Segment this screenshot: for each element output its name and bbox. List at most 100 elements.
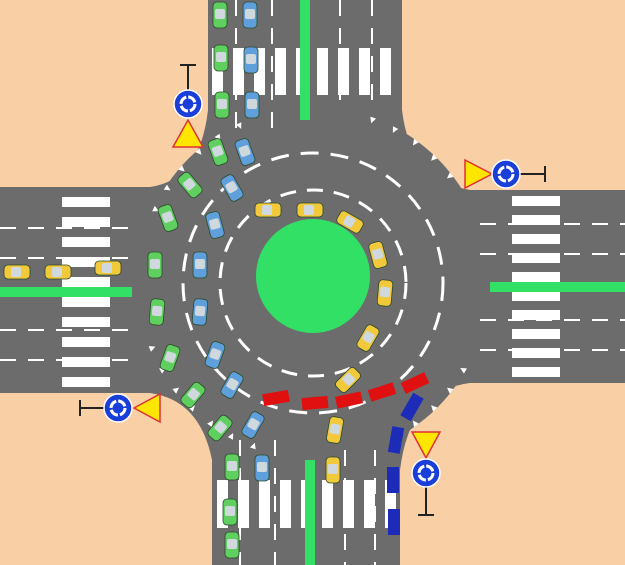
crosswalk-stripe: [254, 48, 265, 95]
barrier-blue: [388, 509, 400, 535]
roundabout-arrows-icon: [497, 165, 515, 183]
yield-marking: [195, 148, 202, 155]
lane-divider-west: [0, 287, 132, 297]
crosswalk-stripe: [259, 480, 270, 528]
car-green: [214, 91, 230, 119]
car-blue: [242, 1, 258, 29]
dashed-lane-inner: [218, 188, 408, 378]
yield-sign-icon: [171, 118, 205, 148]
car-green: [159, 344, 181, 372]
car-roof: [343, 215, 356, 228]
crosswalk-stripe: [62, 377, 110, 387]
yield-marking: [152, 205, 159, 212]
central-island: [256, 219, 370, 333]
barrier-blue: [387, 467, 399, 493]
crosswalk-stripe: [512, 253, 560, 263]
crosswalk-stripe: [512, 272, 560, 282]
barrier-red: [301, 395, 329, 411]
yield-marking: [178, 165, 185, 172]
crosswalk-stripe: [512, 234, 560, 244]
car-roof: [11, 267, 21, 277]
car-roof: [214, 421, 227, 434]
car-roof: [211, 145, 224, 157]
crosswalk-stripe: [512, 310, 560, 320]
crosswalk-stripe: [512, 348, 560, 358]
yield-sign-icon: [132, 392, 161, 424]
yield-marking: [392, 126, 399, 133]
roundabout-sign-southwest: [79, 392, 161, 424]
car-yellow: [356, 324, 380, 352]
crosswalk-stripe: [512, 329, 560, 339]
yield-marking: [460, 368, 467, 374]
yield-marking: [446, 172, 454, 179]
barrier-blue: [387, 426, 405, 454]
car-roof: [209, 218, 221, 230]
crosswalk-stripe: [280, 480, 291, 528]
crosswalk-stripe: [338, 48, 349, 95]
crosswalk-stripe: [343, 480, 354, 528]
yield-sign-icon: [464, 158, 494, 190]
car-green: [180, 381, 206, 409]
car-yellow: [325, 456, 341, 484]
crosswalk-stripe: [62, 337, 110, 347]
crosswalk-stripe: [385, 480, 396, 528]
car-green: [147, 251, 163, 279]
car-roof: [215, 9, 225, 19]
car-yellow: [335, 367, 361, 393]
vehicles: [3, 1, 394, 559]
roundabout-arrows-icon: [179, 95, 197, 113]
car-yellow: [336, 210, 364, 234]
signs: [79, 64, 546, 516]
car-roof: [217, 99, 227, 109]
yield-marking: [412, 420, 419, 428]
barrier-red: [400, 372, 430, 394]
roundabout-arrows-icon: [417, 464, 435, 482]
crosswalk-stripe: [275, 48, 286, 95]
yield-marking: [249, 442, 256, 450]
car-blue: [205, 211, 225, 239]
crosswalk-stripe: [512, 291, 560, 301]
car-blue: [192, 251, 208, 279]
yield-marking: [207, 420, 214, 428]
crosswalk-stripe: [212, 48, 223, 95]
crosswalk-stripe: [359, 48, 370, 95]
car-yellow: [296, 202, 324, 218]
car-green: [177, 171, 203, 199]
car-roof: [245, 9, 255, 19]
barrier-blue: [400, 392, 424, 422]
crosswalk-stripe: [62, 297, 110, 307]
crosswalk-stripe: [62, 357, 110, 367]
car-green: [207, 138, 229, 166]
yield-marking: [431, 405, 438, 412]
crosswalk-stripe: [380, 48, 391, 95]
roundabout-sign-icon: [411, 458, 441, 488]
car-yellow: [376, 279, 394, 307]
yield-marking: [188, 405, 195, 412]
car-roof: [194, 305, 206, 317]
car-blue: [191, 298, 209, 326]
yield-marking: [431, 154, 438, 161]
car-roof: [379, 286, 391, 298]
barrier-red: [367, 382, 397, 402]
car-roof: [187, 388, 200, 401]
car-roof: [225, 181, 238, 194]
yield-marking: [227, 433, 234, 440]
yield-marking: [412, 138, 419, 146]
roundabout-arrows-icon: [109, 399, 127, 417]
crosswalk-stripe: [62, 277, 110, 287]
car-yellow: [44, 264, 72, 280]
car-roof: [372, 248, 384, 260]
car-roof: [329, 423, 341, 435]
car-roof: [225, 506, 235, 516]
dashed-lane-outer: [181, 151, 445, 415]
car-roof: [161, 211, 174, 223]
car-green: [207, 414, 233, 442]
car-roof: [164, 351, 177, 363]
crosswalk-stripe: [238, 480, 249, 528]
car-green: [148, 298, 166, 326]
car-roof: [216, 52, 226, 62]
yield-marking: [148, 346, 156, 352]
car-blue: [241, 411, 265, 439]
lane-divider-east: [490, 282, 625, 292]
